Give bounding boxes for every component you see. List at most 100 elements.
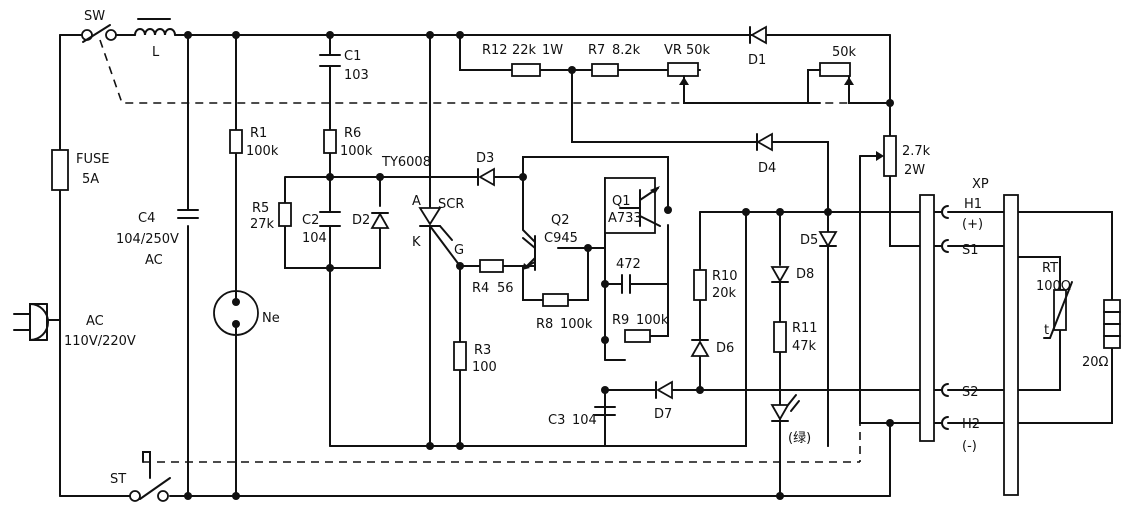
- label-h1-polarity: (+): [962, 217, 983, 232]
- ac-plug-symbol: [13, 302, 61, 342]
- label-r8: R8: [536, 317, 553, 332]
- label-d1: D1: [748, 53, 766, 68]
- d6-diode-symbol: [690, 339, 710, 357]
- d2-diode-symbol: [370, 212, 390, 229]
- c3-capacitor-symbol: [594, 406, 616, 416]
- label-c4-value: 104/250V: [116, 232, 179, 247]
- label-gate: G: [454, 243, 464, 258]
- label-r12: R12: [482, 43, 508, 58]
- pot-50k-symbol: [807, 62, 854, 104]
- r10-resistor-symbol: [693, 269, 707, 301]
- r4-resistor-symbol: [479, 259, 504, 273]
- c4-capacitor-symbol: [177, 209, 199, 219]
- label-c1: C1: [344, 49, 361, 64]
- c1-capacitor-symbol: [319, 54, 341, 67]
- junctions: [184, 31, 894, 500]
- d3-diode-symbol: [477, 167, 495, 187]
- label-r1-value: 100k: [246, 144, 279, 159]
- q2-transistor-symbol: [519, 235, 536, 271]
- label-l: L: [152, 45, 160, 60]
- r6-resistor-symbol: [323, 129, 337, 154]
- green-led-symbol: [770, 394, 800, 422]
- r11-resistor-symbol: [773, 321, 787, 353]
- label-r6-value: 100k: [340, 144, 373, 159]
- label-r12-value: 22k: [512, 43, 537, 58]
- dashed-links: [99, 39, 890, 463]
- label-t: t: [1044, 323, 1049, 338]
- label-r3: R3: [474, 343, 491, 358]
- label-d8: D8: [796, 267, 814, 282]
- label-r4: R4: [472, 281, 489, 296]
- label-sw: SW: [84, 9, 105, 24]
- label-c3-value: 104: [572, 413, 597, 428]
- label-h2-polarity: (-): [962, 439, 977, 454]
- q1-transistor-symbol: [604, 177, 661, 234]
- label-d7: D7: [654, 407, 672, 422]
- r12-resistor-symbol: [511, 63, 541, 77]
- label-r7: R7: [588, 43, 605, 58]
- label-d2: D2: [352, 213, 370, 228]
- d4-diode-symbol: [756, 132, 773, 152]
- label-c2: C2: [302, 213, 319, 228]
- d8-diode-symbol: [770, 266, 790, 283]
- label-green-led: (绿): [788, 431, 811, 446]
- label-st: ST: [110, 472, 126, 487]
- label-r27-power: 2W: [904, 163, 925, 178]
- label-h2: H2: [962, 417, 980, 432]
- label-fuse: FUSE: [76, 152, 109, 167]
- label-r8-value: 100k: [560, 317, 593, 332]
- r9-resistor-symbol: [624, 329, 651, 343]
- label-c4-type: AC: [145, 253, 163, 268]
- d7-diode-symbol: [655, 380, 673, 400]
- st-switch-symbol: [129, 451, 171, 502]
- label-anode: A: [412, 194, 421, 209]
- pot-2k7-symbol: [876, 135, 897, 177]
- label-d5: D5: [800, 233, 818, 248]
- r5-resistor-symbol: [278, 202, 292, 227]
- label-scr: SCR: [438, 197, 464, 212]
- rt-thermistor-symbol: [1043, 281, 1073, 339]
- label-cathode: K: [412, 235, 421, 250]
- label-q2: Q2: [551, 213, 570, 228]
- heater-element-symbol: [1103, 299, 1121, 349]
- label-vr: VR: [664, 43, 682, 58]
- label-h1: H1: [964, 197, 982, 212]
- label-ne: Ne: [262, 311, 280, 326]
- label-r10-value: 20k: [712, 286, 737, 301]
- vr-potentiometer-symbol: [667, 62, 699, 91]
- label-d3: D3: [476, 151, 494, 166]
- label-r11-value: 47k: [792, 339, 817, 354]
- label-pot2-value: 50k: [832, 45, 857, 60]
- label-c1-value: 103: [344, 68, 369, 83]
- label-s1: S1: [962, 243, 979, 258]
- label-fuse-rating: 5A: [82, 172, 99, 187]
- labels: SW L FUSE 5A C4 104/250V AC AC 110V/220V…: [64, 9, 1109, 487]
- label-rt: RT: [1042, 261, 1058, 276]
- label-r1: R1: [250, 126, 267, 141]
- c472-capacitor-symbol: [621, 274, 631, 294]
- label-r5-value: 27k: [250, 217, 275, 232]
- label-d6: D6: [716, 341, 734, 356]
- label-ac-voltage: 110V/220V: [64, 334, 136, 349]
- label-r12-power: 1W: [542, 43, 563, 58]
- probe-housing-symbol: [1003, 194, 1019, 496]
- label-q1-type: A733: [608, 211, 642, 226]
- label-r9: R9: [612, 313, 629, 328]
- label-r9-value: 100k: [636, 313, 669, 328]
- c2-capacitor-symbol: [319, 211, 341, 227]
- r7-resistor-symbol: [591, 63, 619, 77]
- r8-resistor-symbol: [542, 293, 569, 307]
- r3-resistor-symbol: [453, 341, 467, 371]
- label-c2-value: 104: [302, 231, 327, 246]
- label-r4-value: 56: [497, 281, 514, 296]
- fuse-symbol: [51, 149, 69, 191]
- label-r27: 2.7k: [902, 144, 931, 159]
- label-q1: Q1: [612, 194, 631, 209]
- scr-symbol: [418, 207, 453, 241]
- label-r11: R11: [792, 321, 818, 336]
- xp-connector-symbol: [919, 194, 1013, 442]
- label-ty6008: TY6008: [381, 155, 431, 170]
- r1-resistor-symbol: [229, 129, 243, 154]
- label-c4: C4: [138, 211, 155, 226]
